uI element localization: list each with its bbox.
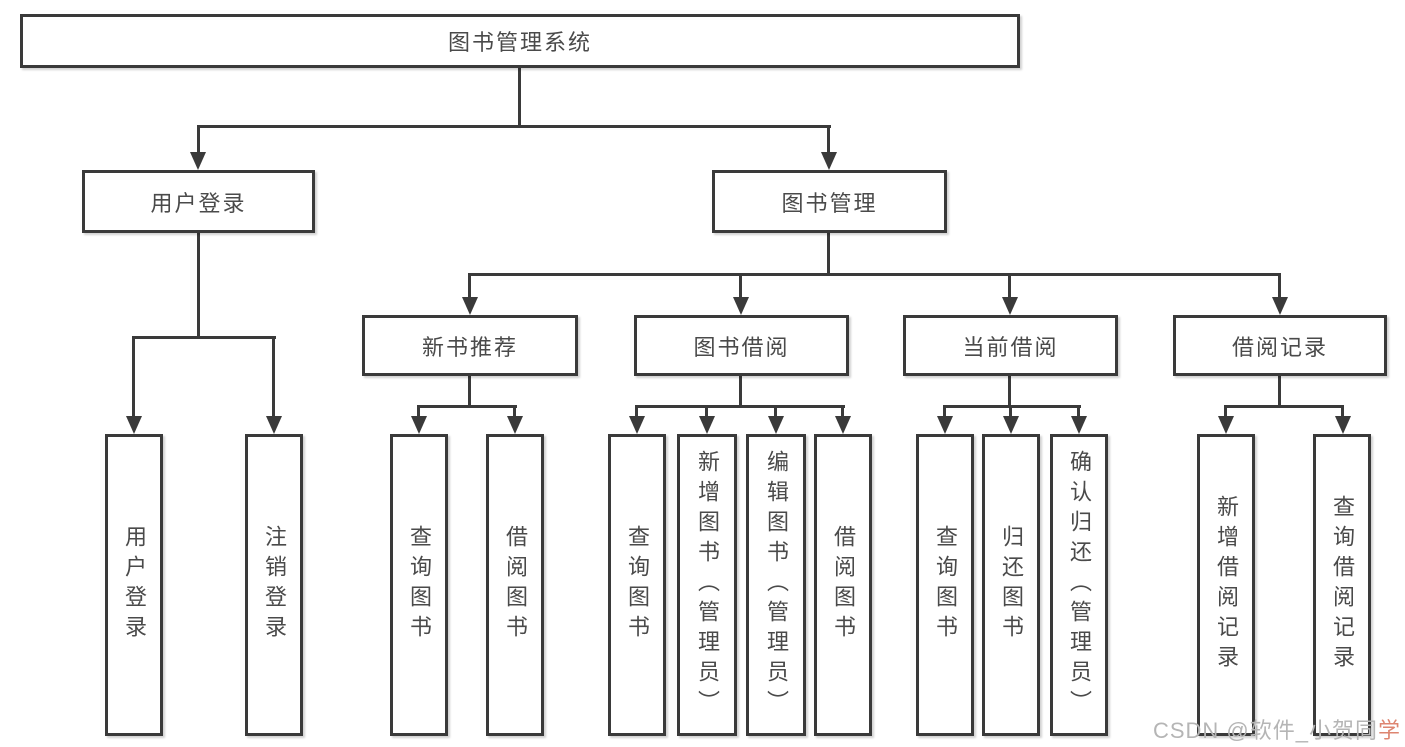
connector-leaf-stem [1009,405,1012,420]
connector-leaf-stem [774,405,777,420]
node-user-login: 用户登录 [82,170,315,233]
connector-newbook-hbar [417,405,517,408]
leaf-label: 查询借阅记录 [1330,495,1355,675]
leaf-records-query: 查询借阅记录 [1313,434,1371,736]
node-new-book-label: 新书推荐 [421,334,518,360]
leaf-current-query: 查询图书 [916,434,974,736]
arrowhead-down-icon [1003,416,1019,434]
node-root-label: 图书管理系统 [447,30,592,55]
connector-mgmt-vline [827,233,830,273]
leaf-borrow-edit: 编辑图书（管理员） [746,434,806,736]
leaf-label: 编辑图书（管理员） [764,450,789,720]
csdn-watermark: CSDN @软件_小贺同学 [1153,713,1401,745]
arrowhead-down-icon [699,416,715,434]
connector-leaf-stem [272,336,275,420]
node-current: 当前借阅 [903,315,1118,376]
connector-leaf-stem [417,405,420,420]
leaf-label: 查询图书 [625,525,650,645]
connector-leaf-stem [943,405,946,420]
connector-leaf-stem [1077,405,1080,420]
node-borrow: 图书借阅 [634,315,849,376]
leaf-newbook-borrow: 借阅图书 [486,434,544,736]
connector-borrow-vline [739,376,742,405]
leaf-label: 借阅图书 [831,525,856,645]
watermark-accent-text: 学 [1377,718,1401,743]
leaf-current-confirm: 确认归还（管理员） [1050,434,1108,736]
arrowhead-down-icon [1218,416,1234,434]
node-current-label: 当前借阅 [962,334,1059,360]
leaf-label: 新增图书（管理员） [695,450,720,720]
arrowhead-down-icon [1071,416,1087,434]
node-user-login-label: 用户登录 [150,190,247,216]
leaf-records-add: 新增借阅记录 [1197,434,1255,736]
connector-leaf-stem [1341,405,1344,420]
arrowhead-down-icon [821,152,837,170]
connector-user-hbar [132,336,276,339]
connector-records-vline [1278,376,1281,405]
arrowhead-down-icon [768,416,784,434]
arrowhead-down-icon [1002,297,1018,315]
arrowhead-down-icon [835,416,851,434]
arrowhead-down-icon [629,416,645,434]
arrowhead-down-icon [411,416,427,434]
connector-sec-stem [739,273,742,301]
leaf-label: 查询图书 [407,525,432,645]
connector-user-stem [197,125,200,156]
leaf-label: 查询图书 [933,525,958,645]
connector-borrow-hbar [635,405,845,408]
node-root: 图书管理系统 [20,14,1020,68]
connector-root-stem [518,68,521,127]
leaf-newbook-query: 查询图书 [390,434,448,736]
leaf-label: 新增借阅记录 [1214,495,1239,675]
connector-leaf-stem [705,405,708,420]
node-borrow-label: 图书借阅 [693,334,790,360]
node-book-mgmt: 图书管理 [712,170,947,233]
connector-sec-stem [1008,273,1011,301]
connector-records-hbar [1224,405,1344,408]
connector-l3-hbar [468,273,1281,276]
leaf-user-login: 用户登录 [105,434,163,736]
node-new-book: 新书推荐 [362,315,578,376]
connector-l1-hbar [197,125,831,128]
arrowhead-down-icon [126,416,142,434]
leaf-label: 归还图书 [999,525,1024,645]
leaf-borrow-borrow: 借阅图书 [814,434,872,736]
connector-current-vline [1008,376,1011,405]
connector-leaf-stem [841,405,844,420]
arrowhead-down-icon [507,416,523,434]
leaf-borrow-query: 查询图书 [608,434,666,736]
leaf-label: 注销登录 [262,525,287,645]
connector-leaf-stem [513,405,516,420]
node-records-label: 借阅记录 [1231,334,1328,360]
arrowhead-down-icon [462,297,478,315]
connector-sec-stem [1278,273,1281,301]
leaf-logout: 注销登录 [245,434,303,736]
leaf-label: 确认归还（管理员） [1067,450,1092,720]
connector-newbook-vline [468,376,471,405]
arrowhead-down-icon [190,152,206,170]
node-records: 借阅记录 [1173,315,1387,376]
leaf-current-return: 归还图书 [982,434,1040,736]
connector-leaf-stem [1224,405,1227,420]
connector-leaf-stem [132,336,135,420]
arrowhead-down-icon [937,416,953,434]
node-book-mgmt-label: 图书管理 [781,190,878,216]
arrowhead-down-icon [1272,297,1288,315]
arrowhead-down-icon [1335,416,1351,434]
leaf-borrow-add: 新增图书（管理员） [677,434,737,736]
connector-mgmt-stem [827,125,830,156]
connector-sec-stem [468,273,471,301]
connector-user-vline [197,233,200,336]
connector-current-hbar [943,405,1081,408]
arrowhead-down-icon [733,297,749,315]
leaf-label: 用户登录 [122,525,147,645]
watermark-text: CSDN @软件_小贺同 [1152,718,1378,743]
leaf-label: 借阅图书 [503,525,528,645]
connector-leaf-stem [635,405,638,420]
arrowhead-down-icon [266,416,282,434]
